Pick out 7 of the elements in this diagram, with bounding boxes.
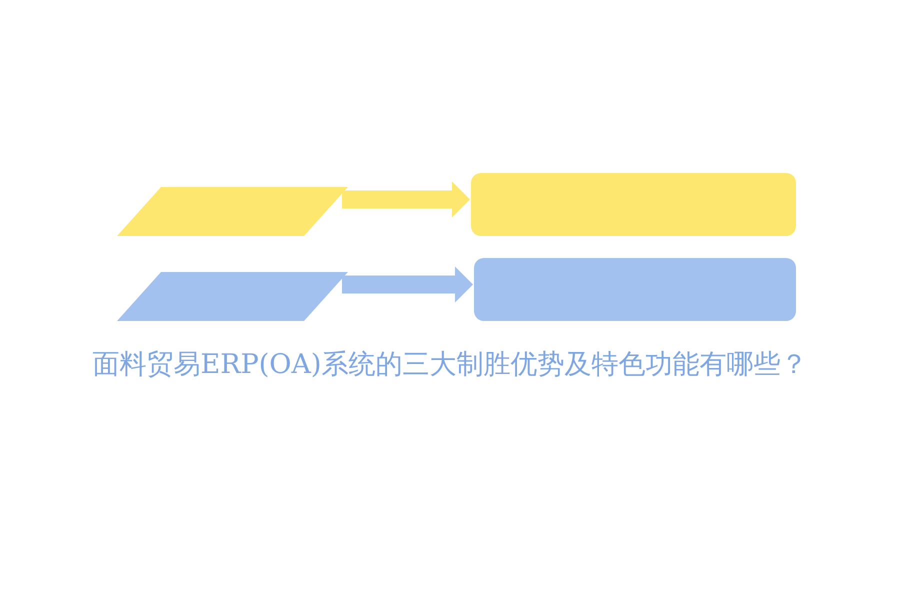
- arrow: [342, 266, 473, 302]
- parallelogram-shape: [117, 272, 348, 321]
- arrow: [342, 182, 470, 218]
- title: 面料贸易ERP(OA)系统的三大制胜优势及特色功能有哪些？: [92, 348, 808, 382]
- parallelogram-shape: [117, 187, 348, 236]
- rounded-box: [471, 173, 796, 236]
- rounded-box: [474, 258, 796, 321]
